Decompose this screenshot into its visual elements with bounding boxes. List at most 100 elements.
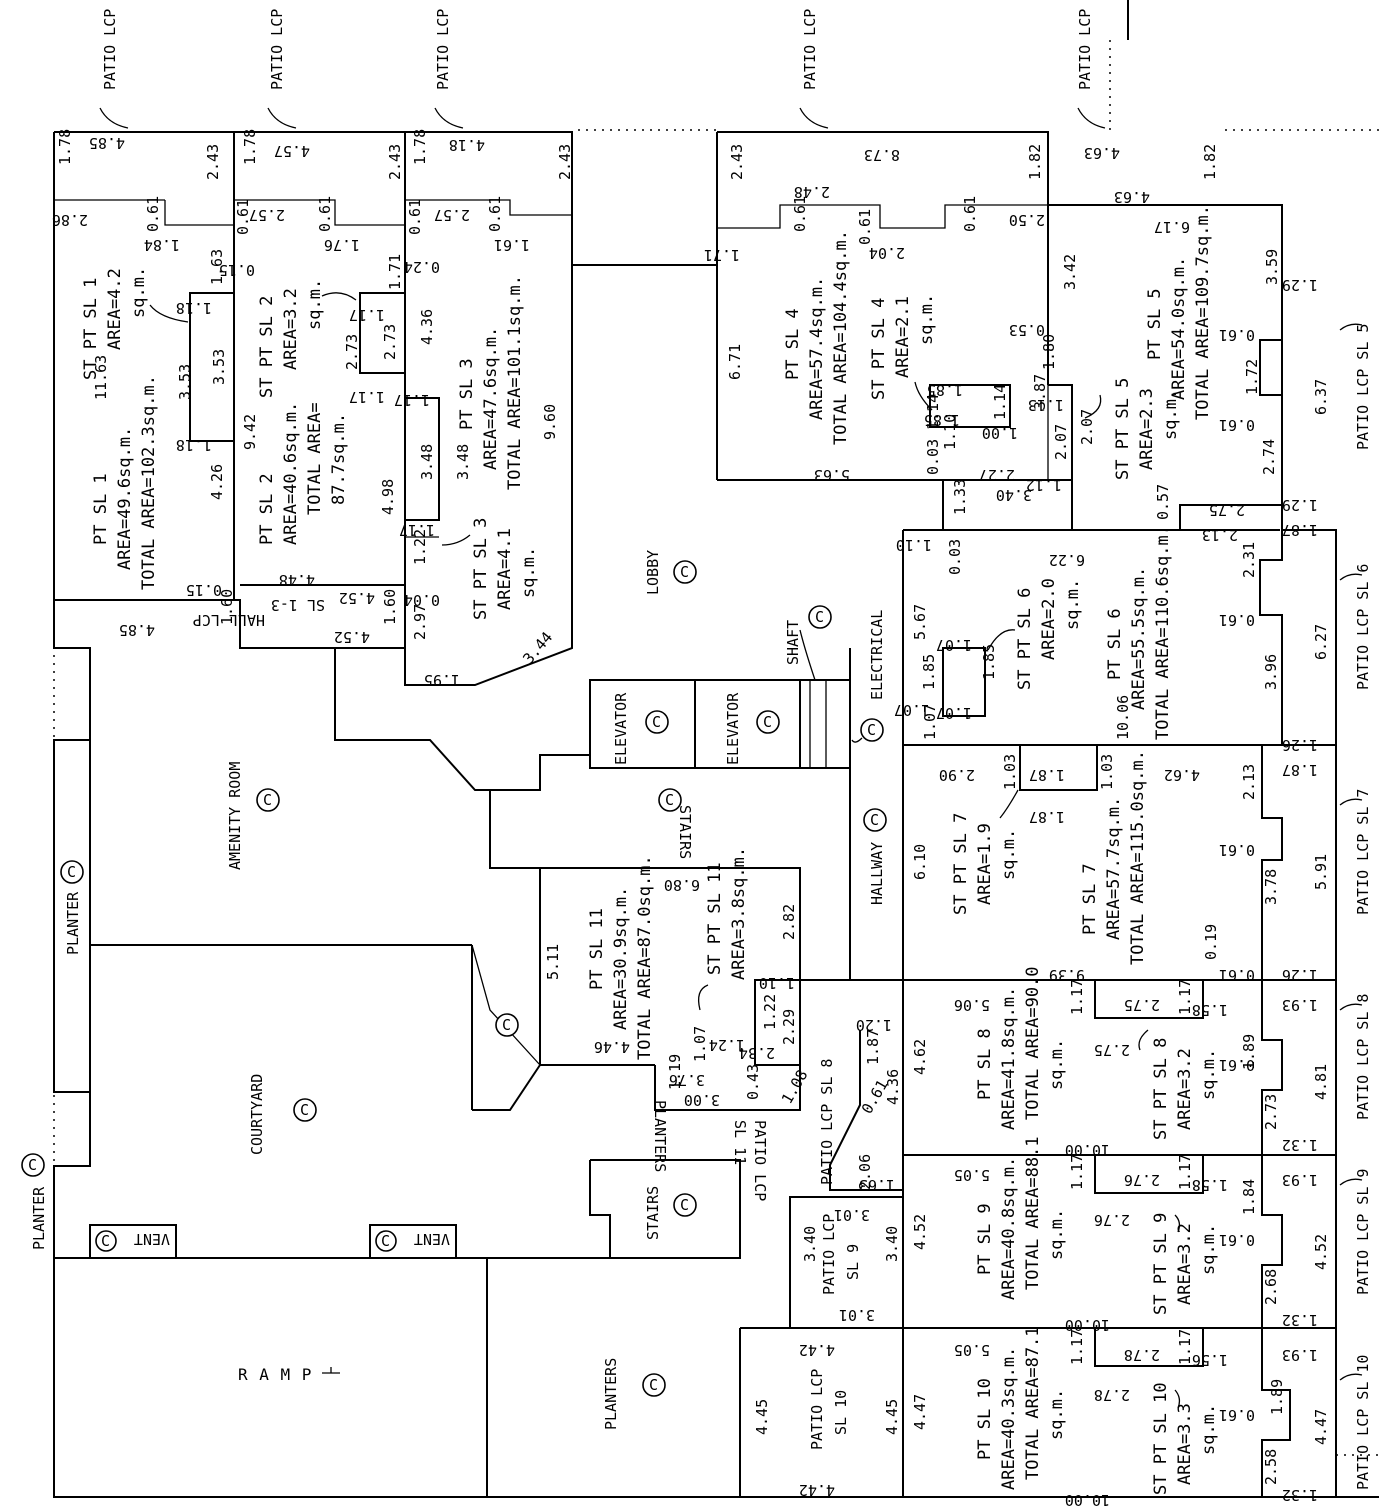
- unit-sl4-storage-area: AREA=2.1: [893, 296, 913, 378]
- dimension-d115: 10.06: [1114, 695, 1132, 740]
- unit-sl3-total: TOTAL AREA=101.1sq.m.: [505, 275, 525, 490]
- dimension-d200: 4.42: [799, 1341, 835, 1359]
- patio-label-right-sl10: PATIO LCP SL 10: [1354, 1355, 1372, 1490]
- dimension-d157: 4.52: [1312, 1234, 1330, 1270]
- unit-sl6-storage: ST PT SL 6: [1015, 588, 1035, 690]
- dimension-d24: 0.15: [219, 261, 255, 279]
- dimension-d145: 2.73: [1262, 1094, 1280, 1130]
- dimension-d47: 3.48: [454, 444, 472, 480]
- unit-sl2-name: PT SL 2: [257, 473, 277, 545]
- dimension-d181: 2.29: [780, 1009, 798, 1045]
- dimension-d179: 1.22: [761, 994, 779, 1030]
- electrical-label: ELECTRICAL: [868, 610, 886, 700]
- patio-sl11-line1: PATIO LCP: [751, 1120, 769, 1201]
- dimension-d7: 1.63: [208, 249, 226, 285]
- dimension-d58: 2.48: [794, 183, 830, 201]
- svg-text:C: C: [652, 713, 661, 731]
- unit-sl10-storage-unit: sq.m.: [1199, 1404, 1219, 1455]
- dimension-d15: 1.60: [218, 589, 236, 625]
- stairs-upper-label: STAIRS: [676, 805, 694, 859]
- patio-sl9-line1: PATIO LCP: [820, 1214, 838, 1295]
- elevator-2-label: ELEVATOR: [724, 692, 742, 765]
- dimension-d162: 1.17: [1068, 1329, 1086, 1365]
- unit-sl1-area: AREA=49.6sq.m.: [115, 427, 135, 570]
- dimension-d33: 4.52: [339, 589, 375, 607]
- dimension-d175: 6.80: [664, 876, 700, 894]
- dimension-d188: 0.43: [744, 1064, 762, 1100]
- dimension-d100: 0.03: [946, 539, 964, 575]
- dimension-d18: 4.57: [274, 142, 310, 160]
- dimension-d90: 2.07: [1078, 409, 1096, 445]
- dimension-d95: 2.74: [1260, 439, 1278, 475]
- dimension-d74: 5.63: [814, 466, 850, 484]
- unit-sl6-storage-area: AREA=2.0: [1039, 578, 1059, 660]
- unit-sl6: PT SL 6 AREA=55.5sq.m. TOTAL AREA=110.6s…: [987, 525, 1173, 740]
- dimension-d91: 0.61: [1219, 326, 1255, 344]
- dimension-d60: 0.61: [856, 209, 874, 245]
- dimension-d163: 2.78: [1124, 1346, 1160, 1364]
- hall-lcp-label: HALL LCP: [193, 611, 265, 629]
- dimension-d104: 5.67: [911, 604, 929, 640]
- dimension-d29: 9.42: [241, 414, 259, 450]
- dimension-d167: 4.47: [911, 1394, 929, 1430]
- patio-label-right-sl6: PATIO LCP SL 6: [1354, 564, 1372, 690]
- dimension-d27: 2.73: [343, 334, 361, 370]
- ramp-label: R A M P: [238, 1365, 312, 1384]
- unit-sl9-storage-area: AREA=3.2: [1175, 1223, 1195, 1305]
- dimension-d2: 4.85: [89, 134, 125, 152]
- dimension-d3: 2.43: [204, 144, 222, 180]
- dimension-d147: 5.05: [954, 1166, 990, 1184]
- patio-label-sl4: PATIO LCP SL 4: [801, 0, 819, 90]
- dimension-d45: 1.17: [394, 391, 430, 409]
- dimension-d102: 2.13: [1202, 526, 1238, 544]
- svg-text:C: C: [867, 721, 876, 739]
- dimension-d176: 5.11: [544, 944, 562, 980]
- dimension-d43: 0.24: [404, 258, 440, 276]
- unit-sl4-storage: ST PT SL 4: [869, 298, 889, 400]
- dimension-d183: 2.34: [739, 1044, 775, 1062]
- dimension-d180: 1.24: [709, 1036, 745, 1054]
- dimension-d63: 2.04: [869, 244, 905, 262]
- svg-text:C: C: [870, 811, 879, 829]
- unit-sl11-name: PT SL 11: [587, 908, 607, 990]
- dimension-d36: 1.78: [411, 129, 429, 165]
- dimension-d105: 1.07: [936, 636, 972, 654]
- dimension-d178: 1.10: [759, 974, 795, 992]
- dimension-d20: 0.61: [234, 199, 252, 235]
- svg-text:C: C: [300, 1101, 309, 1119]
- dimension-d141: 1.89: [1240, 1034, 1258, 1070]
- dimension-d110: 1.07: [921, 704, 939, 740]
- dimension-d191: 1.87: [864, 1029, 882, 1065]
- dimension-d26: 1.17: [349, 306, 385, 324]
- dimension-d135: 1.17: [1068, 979, 1086, 1015]
- unit-sl6-storage-unit: sq.m.: [1063, 579, 1083, 630]
- dimension-d117: 2.90: [939, 766, 975, 784]
- dimension-d140: 2.75: [1094, 1041, 1130, 1059]
- dimension-d25: 1.71: [386, 254, 404, 290]
- unit-sl10-storage: ST PT SL 10: [1151, 1382, 1171, 1495]
- unit-sl6-total: TOTAL AREA=110.6sq.m.: [1153, 525, 1173, 740]
- unit-sl9-total: TOTAL AREA=88.1: [1023, 1136, 1043, 1290]
- unit-sl5-storage-unit: sq.m.: [1161, 389, 1181, 440]
- patio-label-sl2: PATIO LCP SL 2: [268, 0, 286, 90]
- unit-sl9-area: AREA=40.8sq.m.: [999, 1157, 1019, 1300]
- unit-sl3-storage: ST PT SL 3: [471, 518, 491, 620]
- dimension-d130: 0.19: [1202, 924, 1220, 960]
- dimension-d120: 1.03: [1098, 754, 1116, 790]
- unit-sl3-area: AREA=47.6sq.m.: [481, 327, 501, 470]
- dimension-d143: 4.81: [1312, 1064, 1330, 1100]
- dimension-d160: 1.32: [1282, 1311, 1318, 1329]
- dimension-d195: 1.63: [859, 1176, 895, 1194]
- dimension-d184: 4.46: [594, 1038, 630, 1056]
- hallway-label: HALLWAY: [868, 842, 886, 905]
- dimension-d108: 1.07: [894, 701, 930, 719]
- dimension-d129: 9.39: [1049, 966, 1085, 984]
- dimension-d44: 4.36: [418, 309, 436, 345]
- patio-units: PATIO LCP SL 8 PATIO LCP SL 9 PATIO LCP …: [731, 1059, 862, 1450]
- dimension-d169: 1.89: [1268, 1379, 1286, 1415]
- dimension-d41: 0.61: [486, 196, 504, 232]
- dimension-d35: 4.52: [334, 628, 370, 646]
- dimension-d6: 1.84: [144, 236, 180, 254]
- dimension-d142: 0.61: [1219, 1056, 1255, 1074]
- dimension-d96: 0.57: [1154, 484, 1172, 520]
